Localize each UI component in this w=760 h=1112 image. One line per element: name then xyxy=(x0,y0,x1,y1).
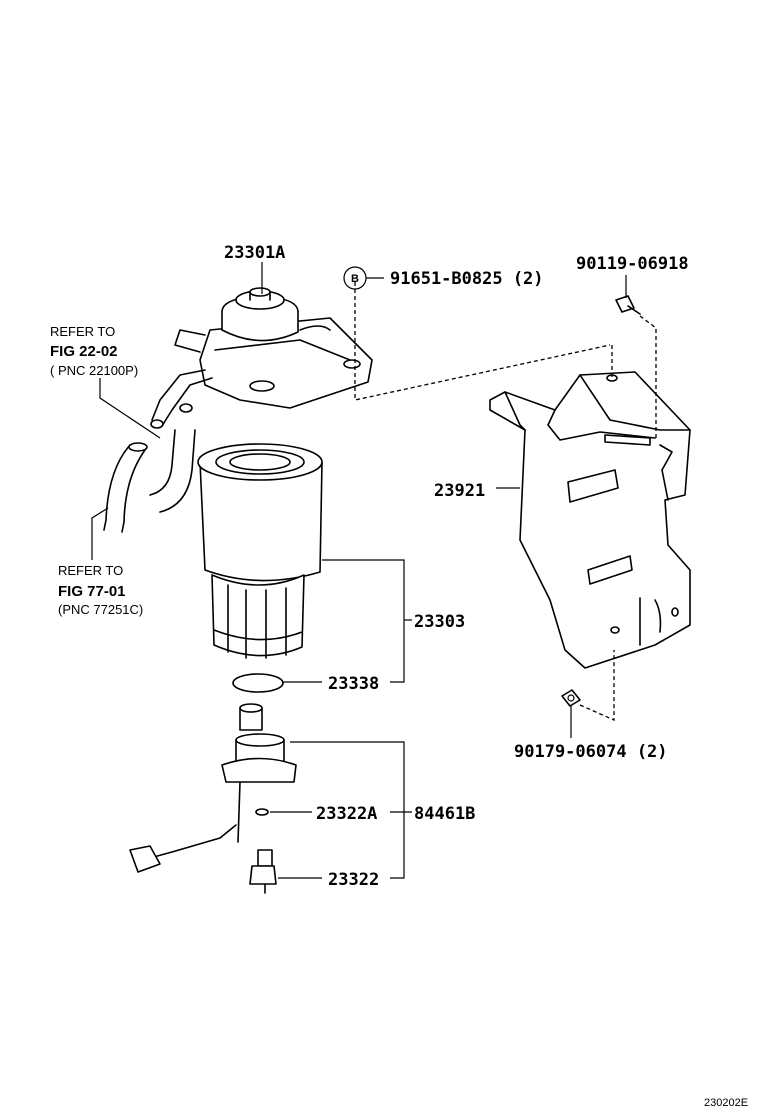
label-91651: 91651-B0825 (2) xyxy=(390,269,544,289)
ref2-line3: (PNC 77251C) xyxy=(58,602,143,617)
diagram-code: 230202E xyxy=(704,1097,748,1109)
filter-head-23301a xyxy=(150,287,373,429)
ref1-line1: REFER TO xyxy=(50,324,115,339)
bracket-23921 xyxy=(489,371,691,669)
water-level-sensor xyxy=(129,703,297,894)
label-23303: 23303 xyxy=(414,612,465,632)
label-90179: 90179-06074 (2) xyxy=(514,742,668,762)
reference-note-2: REFER TO FIG 77-01 (PNC 77251C) xyxy=(58,563,143,617)
label-23301a: 23301A xyxy=(224,243,285,263)
label-84461b: 84461B xyxy=(414,804,475,824)
circle-b-marker xyxy=(343,266,367,290)
reference-note-1: REFER TO FIG 22-02 ( PNC 22100P) xyxy=(50,324,138,378)
dashed-guides xyxy=(354,282,657,721)
ref1-line3: ( PNC 22100P) xyxy=(50,363,138,378)
ref2-line2: FIG 77-01 xyxy=(58,583,126,600)
label-23921: 23921 xyxy=(434,481,485,501)
fuel-hoses xyxy=(103,429,196,533)
nut-90179 xyxy=(561,689,581,707)
o-ring-23338 xyxy=(232,673,284,693)
part-labels: 23301A B 91651-B0825 (2) 90119-06918 239… xyxy=(224,243,689,890)
label-23322: 23322 xyxy=(328,870,379,890)
circle-b-label: B xyxy=(351,273,359,285)
label-23338: 23338 xyxy=(328,674,379,694)
bolt-90119 xyxy=(615,295,641,315)
ref1-line2: FIG 22-02 xyxy=(50,343,118,360)
label-23322a: 23322A xyxy=(316,804,377,824)
ref2-line1: REFER TO xyxy=(58,563,123,578)
filter-element-23303 xyxy=(197,443,323,659)
leader-lines xyxy=(91,262,627,879)
label-90119: 90119-06918 xyxy=(576,254,689,274)
